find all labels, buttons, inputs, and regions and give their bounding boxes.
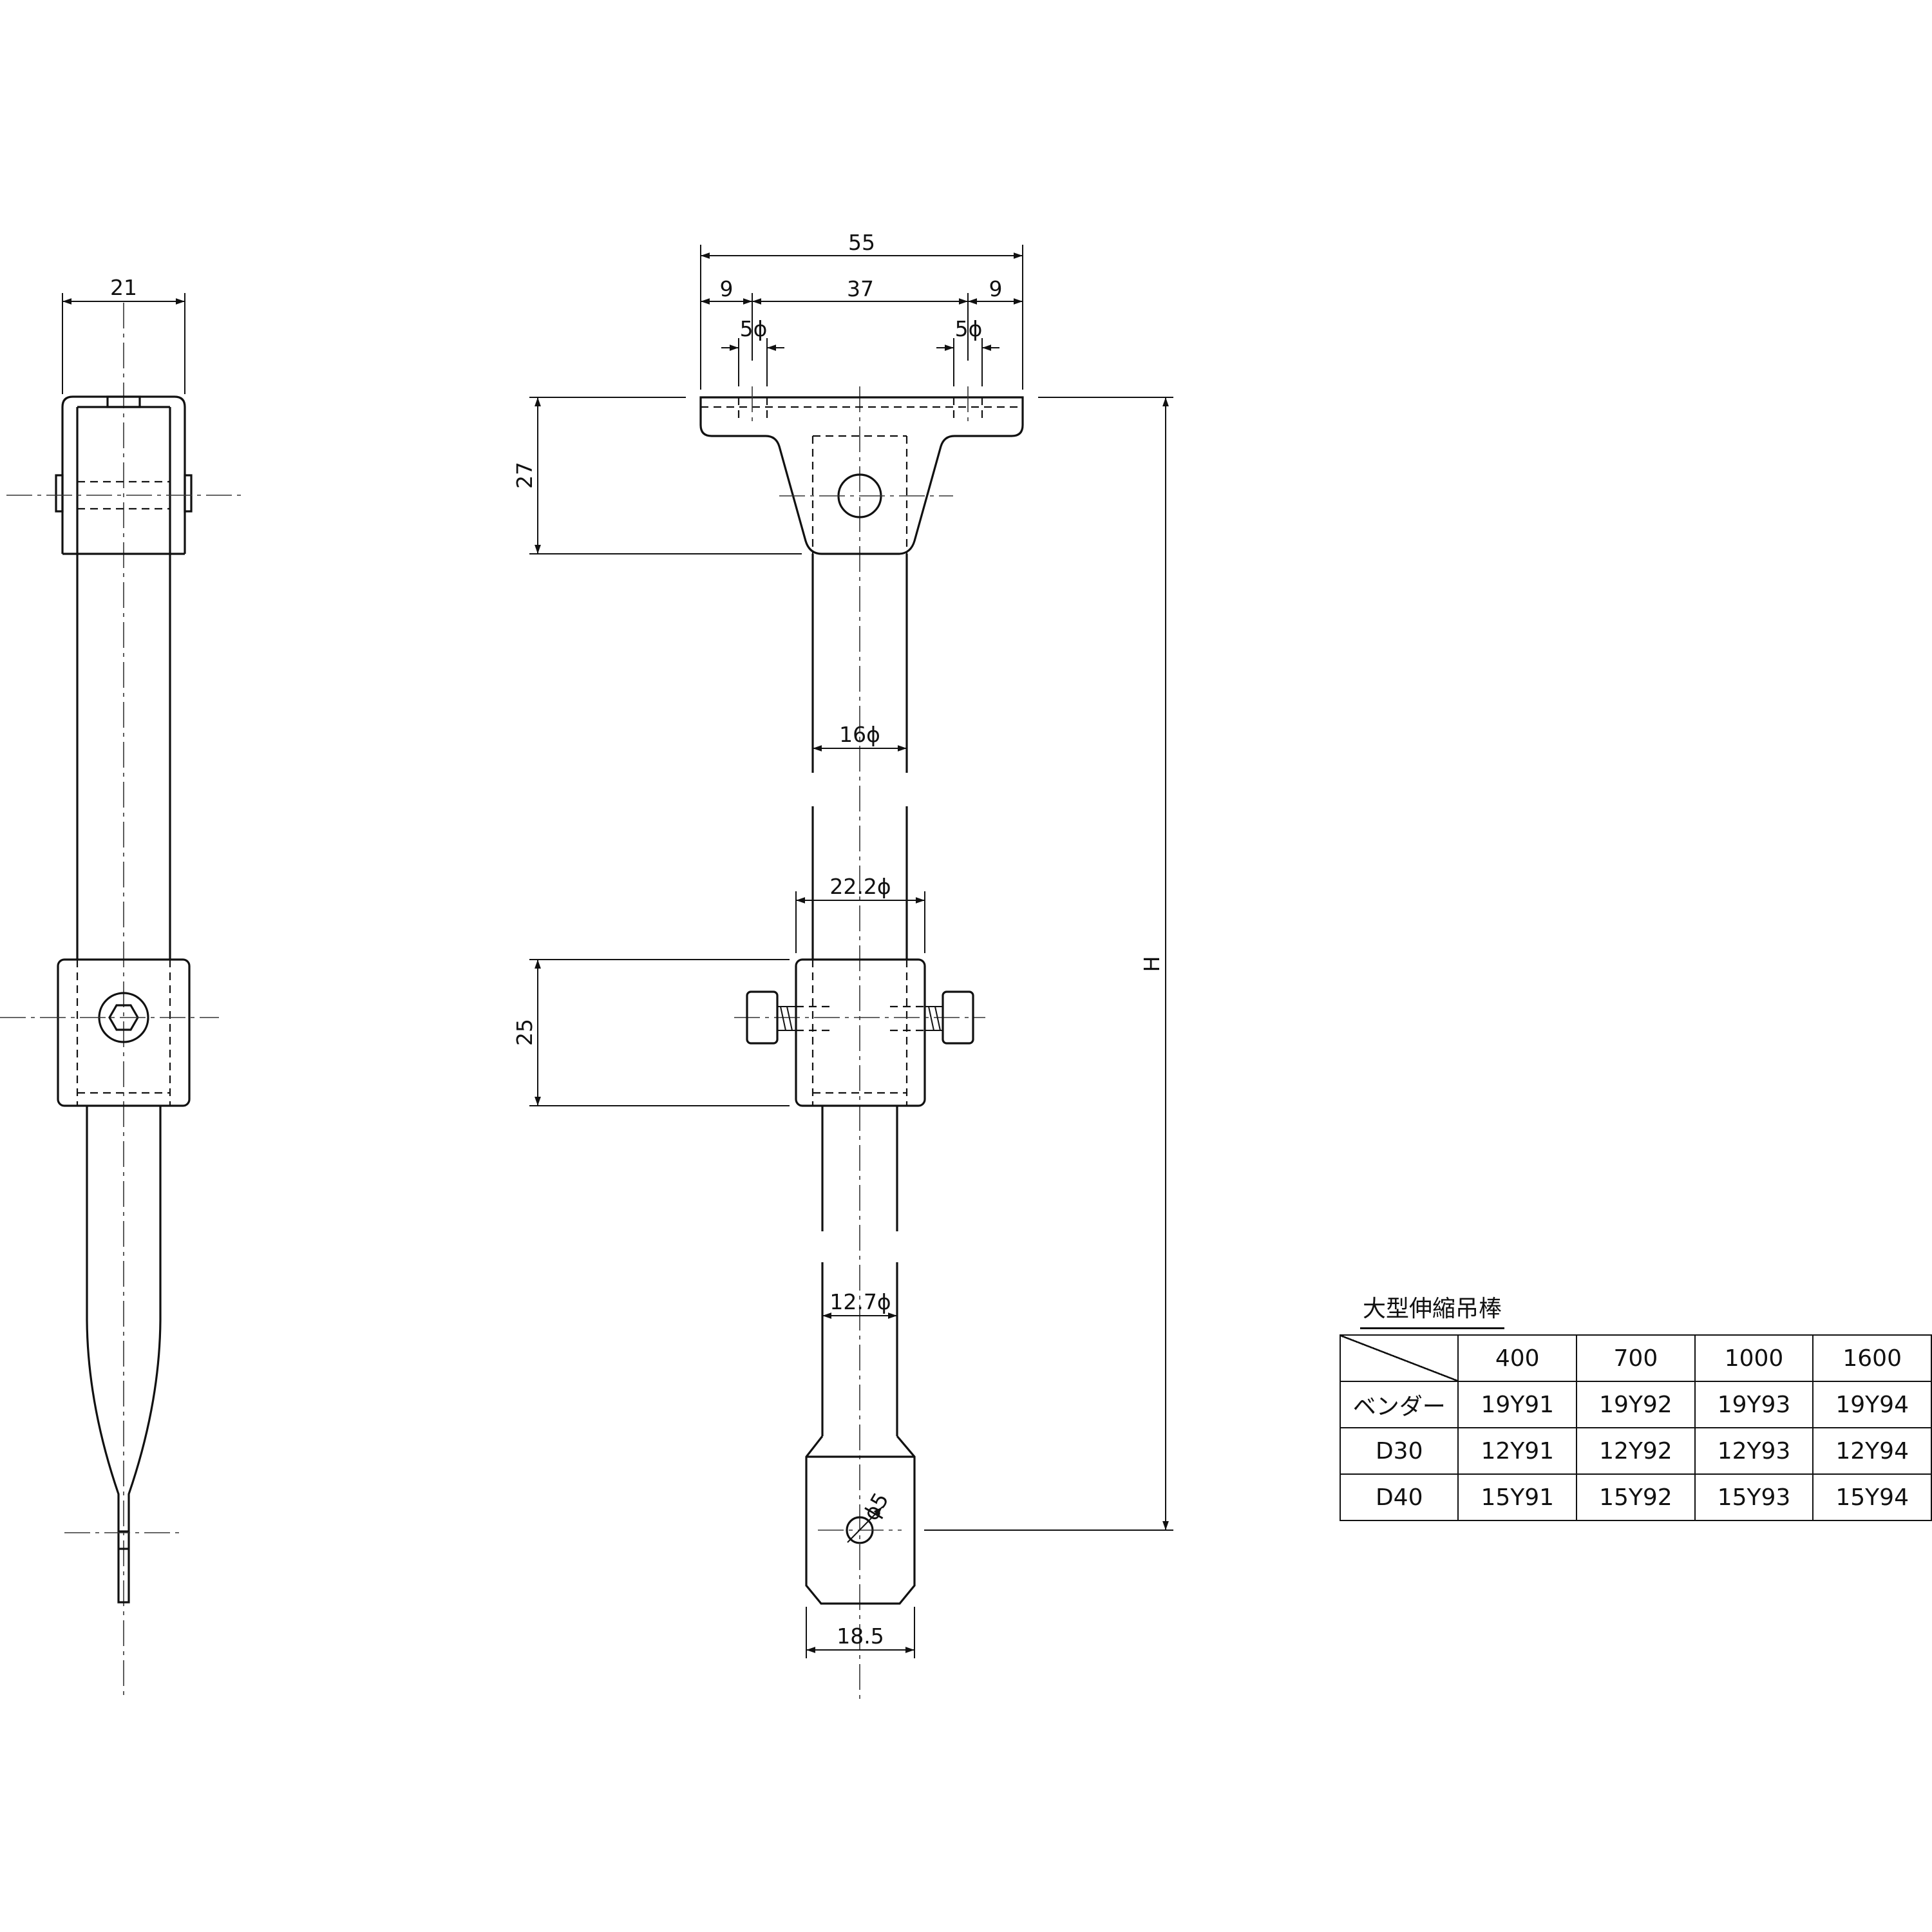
table-cell: 15Y93 — [1694, 1473, 1814, 1521]
dim-eye-hole-label: ϕ5 — [858, 1488, 893, 1525]
dim-bracket-height-label: 27 — [512, 462, 537, 489]
table-header-row: 400 700 1000 1600 — [1339, 1334, 1932, 1382]
side-lower-rod — [86, 1106, 162, 1604]
table-cell: 12Y92 — [1576, 1427, 1696, 1475]
table-col-header: 1600 — [1812, 1334, 1932, 1382]
table-row-label: ベンダー — [1339, 1381, 1459, 1428]
table-cell: 15Y92 — [1576, 1473, 1696, 1521]
table-col-header: 1000 — [1694, 1334, 1814, 1382]
top-bracket — [699, 396, 1024, 555]
table-cell: 19Y91 — [1457, 1381, 1578, 1428]
side-pin-right — [184, 474, 193, 513]
table-col-header: 700 — [1576, 1334, 1696, 1382]
dim-top-hole-left-label: 5ϕ — [740, 316, 768, 341]
model-table: 400 700 1000 1600 ベンダー 19Y91 19Y92 19Y93… — [1339, 1334, 1932, 1521]
table-row: D30 12Y91 12Y92 12Y93 12Y94 — [1339, 1427, 1932, 1475]
table-cell: 15Y91 — [1457, 1473, 1578, 1521]
table-cell: 19Y92 — [1576, 1381, 1696, 1428]
dim-top-right-margin-label: 9 — [989, 276, 1003, 301]
side-view: 21 — [0, 275, 243, 1700]
table-row: D40 15Y91 15Y92 15Y93 15Y94 — [1339, 1473, 1932, 1521]
table-row-label: D40 — [1339, 1473, 1459, 1521]
hex-socket-icon — [108, 1004, 139, 1031]
collar — [795, 958, 926, 1107]
side-collar — [57, 958, 191, 1107]
dim-collar-dia-label: 22.2ϕ — [829, 874, 891, 899]
dim-side-width-label: 21 — [110, 275, 137, 300]
table-cell: 19Y93 — [1694, 1381, 1814, 1428]
dim-top-hole-pitch-label: 37 — [847, 276, 874, 301]
table-row: ベンダー 19Y91 19Y92 19Y93 19Y94 — [1339, 1381, 1932, 1428]
side-pin-left — [55, 474, 64, 513]
table-cell: 12Y94 — [1812, 1427, 1932, 1475]
table-row-label: D30 — [1339, 1427, 1459, 1475]
dim-rod-upper-label: 16ϕ — [839, 722, 880, 747]
dim-top-left-margin-label: 9 — [720, 276, 734, 301]
table-corner-cell — [1339, 1334, 1459, 1382]
dim-overall-height-label: H — [1139, 956, 1164, 972]
eye-end — [805, 1435, 916, 1605]
dim-rod-lower-label: 12.7ϕ — [829, 1289, 891, 1314]
dim-top-hole-right-label: 5ϕ — [955, 316, 983, 341]
front-view: ϕ5 55 9 37 9 5ϕ 5ϕ 27 16ϕ — [512, 230, 1173, 1700]
dim-collar-height-label: 25 — [512, 1019, 537, 1046]
dim-top-overall-label: 55 — [848, 230, 875, 255]
table-cell: 15Y94 — [1812, 1473, 1932, 1521]
table-cell: 12Y91 — [1457, 1427, 1578, 1475]
table-cell: 19Y94 — [1812, 1381, 1932, 1428]
dim-eye-width-label: 18.5 — [837, 1624, 884, 1649]
table-title: 大型伸縮吊棒 — [1360, 1290, 1505, 1329]
table-col-header: 400 — [1457, 1334, 1578, 1382]
table-cell: 12Y93 — [1694, 1427, 1814, 1475]
